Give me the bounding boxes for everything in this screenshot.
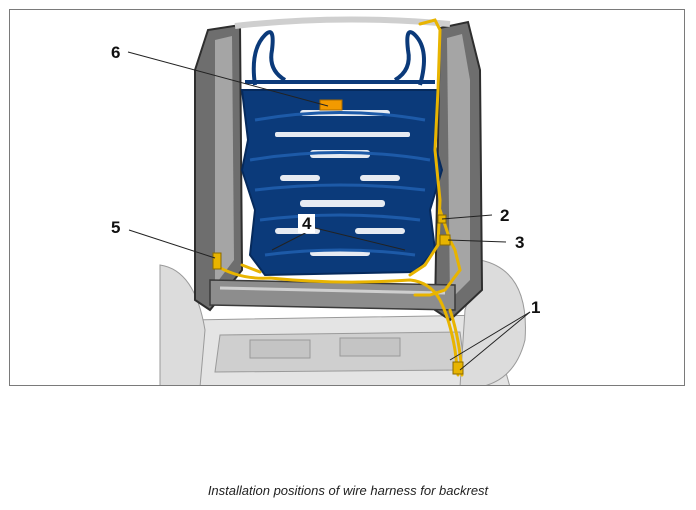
callout-1: 1	[531, 298, 541, 317]
callout-5: 5	[111, 218, 121, 237]
callout-4: 4	[298, 214, 316, 233]
callout-6: 6	[111, 43, 121, 62]
connector-1	[452, 361, 464, 375]
connector-5	[212, 252, 222, 270]
figure-frame: 6 2 3 4 5 1	[9, 9, 685, 386]
connector-6	[319, 99, 343, 111]
figure-caption: Installation positions of wire harness f…	[207, 483, 489, 498]
callout-3: 3	[515, 233, 525, 252]
seat-mat	[240, 30, 444, 277]
backrest-illustration	[10, 10, 684, 385]
callout-2: 2	[500, 206, 510, 225]
seat-base-structure	[159, 259, 526, 385]
